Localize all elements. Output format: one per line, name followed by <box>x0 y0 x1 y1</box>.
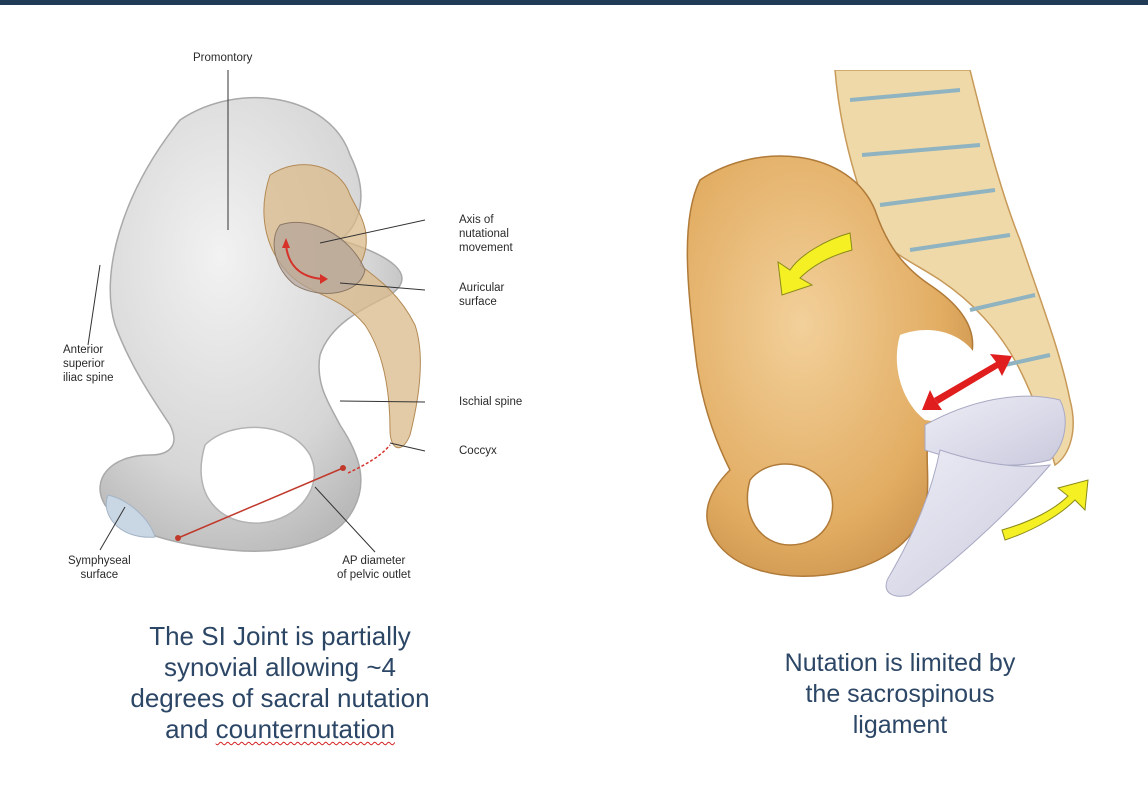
obturator-foramen-right <box>746 463 834 546</box>
label-axis-line2: nutational <box>459 228 509 240</box>
caption-si-joint: The SI Joint is partially synovial allow… <box>60 621 500 745</box>
caption-left-line4: and counternutation <box>60 714 500 745</box>
label-ap-line2: of pelvic outlet <box>337 569 411 581</box>
label-ischial-spine: Ischial spine <box>459 396 523 408</box>
pelvis-drawing <box>686 70 1089 597</box>
label-coccyx: Coccyx <box>459 445 497 457</box>
coccyx-arrow-red <box>347 444 391 474</box>
top-accent-bar <box>0 0 1148 5</box>
label-asis-line2: superior <box>63 358 105 370</box>
pelvis-ligament-illustration <box>640 70 1140 610</box>
ap-diameter-line <box>177 467 344 539</box>
label-axis-line3: movement <box>459 242 513 254</box>
label-asis: Anterior superior iliac spine <box>63 343 114 385</box>
yellow-arrow-upper <box>777 232 853 296</box>
greater-sciatic-notch <box>896 330 985 421</box>
intervertebral-discs <box>849 88 1051 367</box>
leader-lines <box>87 70 426 553</box>
caption-left-line1: The SI Joint is partially <box>149 621 411 651</box>
label-axis-nutational-movement: Axis of nutational movement <box>459 213 513 255</box>
label-promontory: Promontory <box>193 52 253 64</box>
label-ap-diameter: AP diameter of pelvic outlet <box>337 554 411 582</box>
hip-bone-illustration <box>30 25 560 625</box>
label-auricular-line1: Auricular <box>459 282 505 294</box>
caption-right-line3: ligament <box>852 711 948 739</box>
hip-bone-drawing <box>87 70 426 553</box>
caption-right-line2: the sacrospinous <box>805 680 995 708</box>
caption-left-line2: synovial allowing ~4 <box>164 652 396 682</box>
label-symphyseal-line2: surface <box>80 569 119 581</box>
caption-left-line3: degrees of sacral nutation <box>130 683 430 713</box>
caption-right-line1: Nutation is limited by <box>784 649 1016 677</box>
label-axis-line1: Axis of <box>459 214 494 226</box>
yellow-arrow-lower <box>1001 479 1089 541</box>
caption-left-line4-prefix: and <box>165 714 216 744</box>
label-auricular-surface: Auricular surface <box>459 281 504 309</box>
spellcheck-flagged-word[interactable]: counternutation <box>215 714 395 744</box>
nutation-arrow-red <box>285 244 323 280</box>
label-ap-line1: AP diameter <box>342 555 406 567</box>
label-asis-line1: Anterior <box>63 344 104 356</box>
auricular-surface <box>273 221 366 294</box>
sacrotuberous-ligament <box>885 449 1052 597</box>
symphyseal-surface <box>105 494 156 538</box>
label-auricular-line2: surface <box>459 296 497 308</box>
caption-nutation-limited: Nutation is limited by the sacrospinous … <box>690 648 1110 741</box>
label-symphyseal-line1: Symphyseal <box>68 555 131 567</box>
red-double-arrow <box>922 354 1012 410</box>
label-asis-line3: iliac spine <box>63 372 114 384</box>
obturator-foramen <box>200 426 316 524</box>
label-symphyseal-surface: Symphyseal surface <box>68 554 131 582</box>
